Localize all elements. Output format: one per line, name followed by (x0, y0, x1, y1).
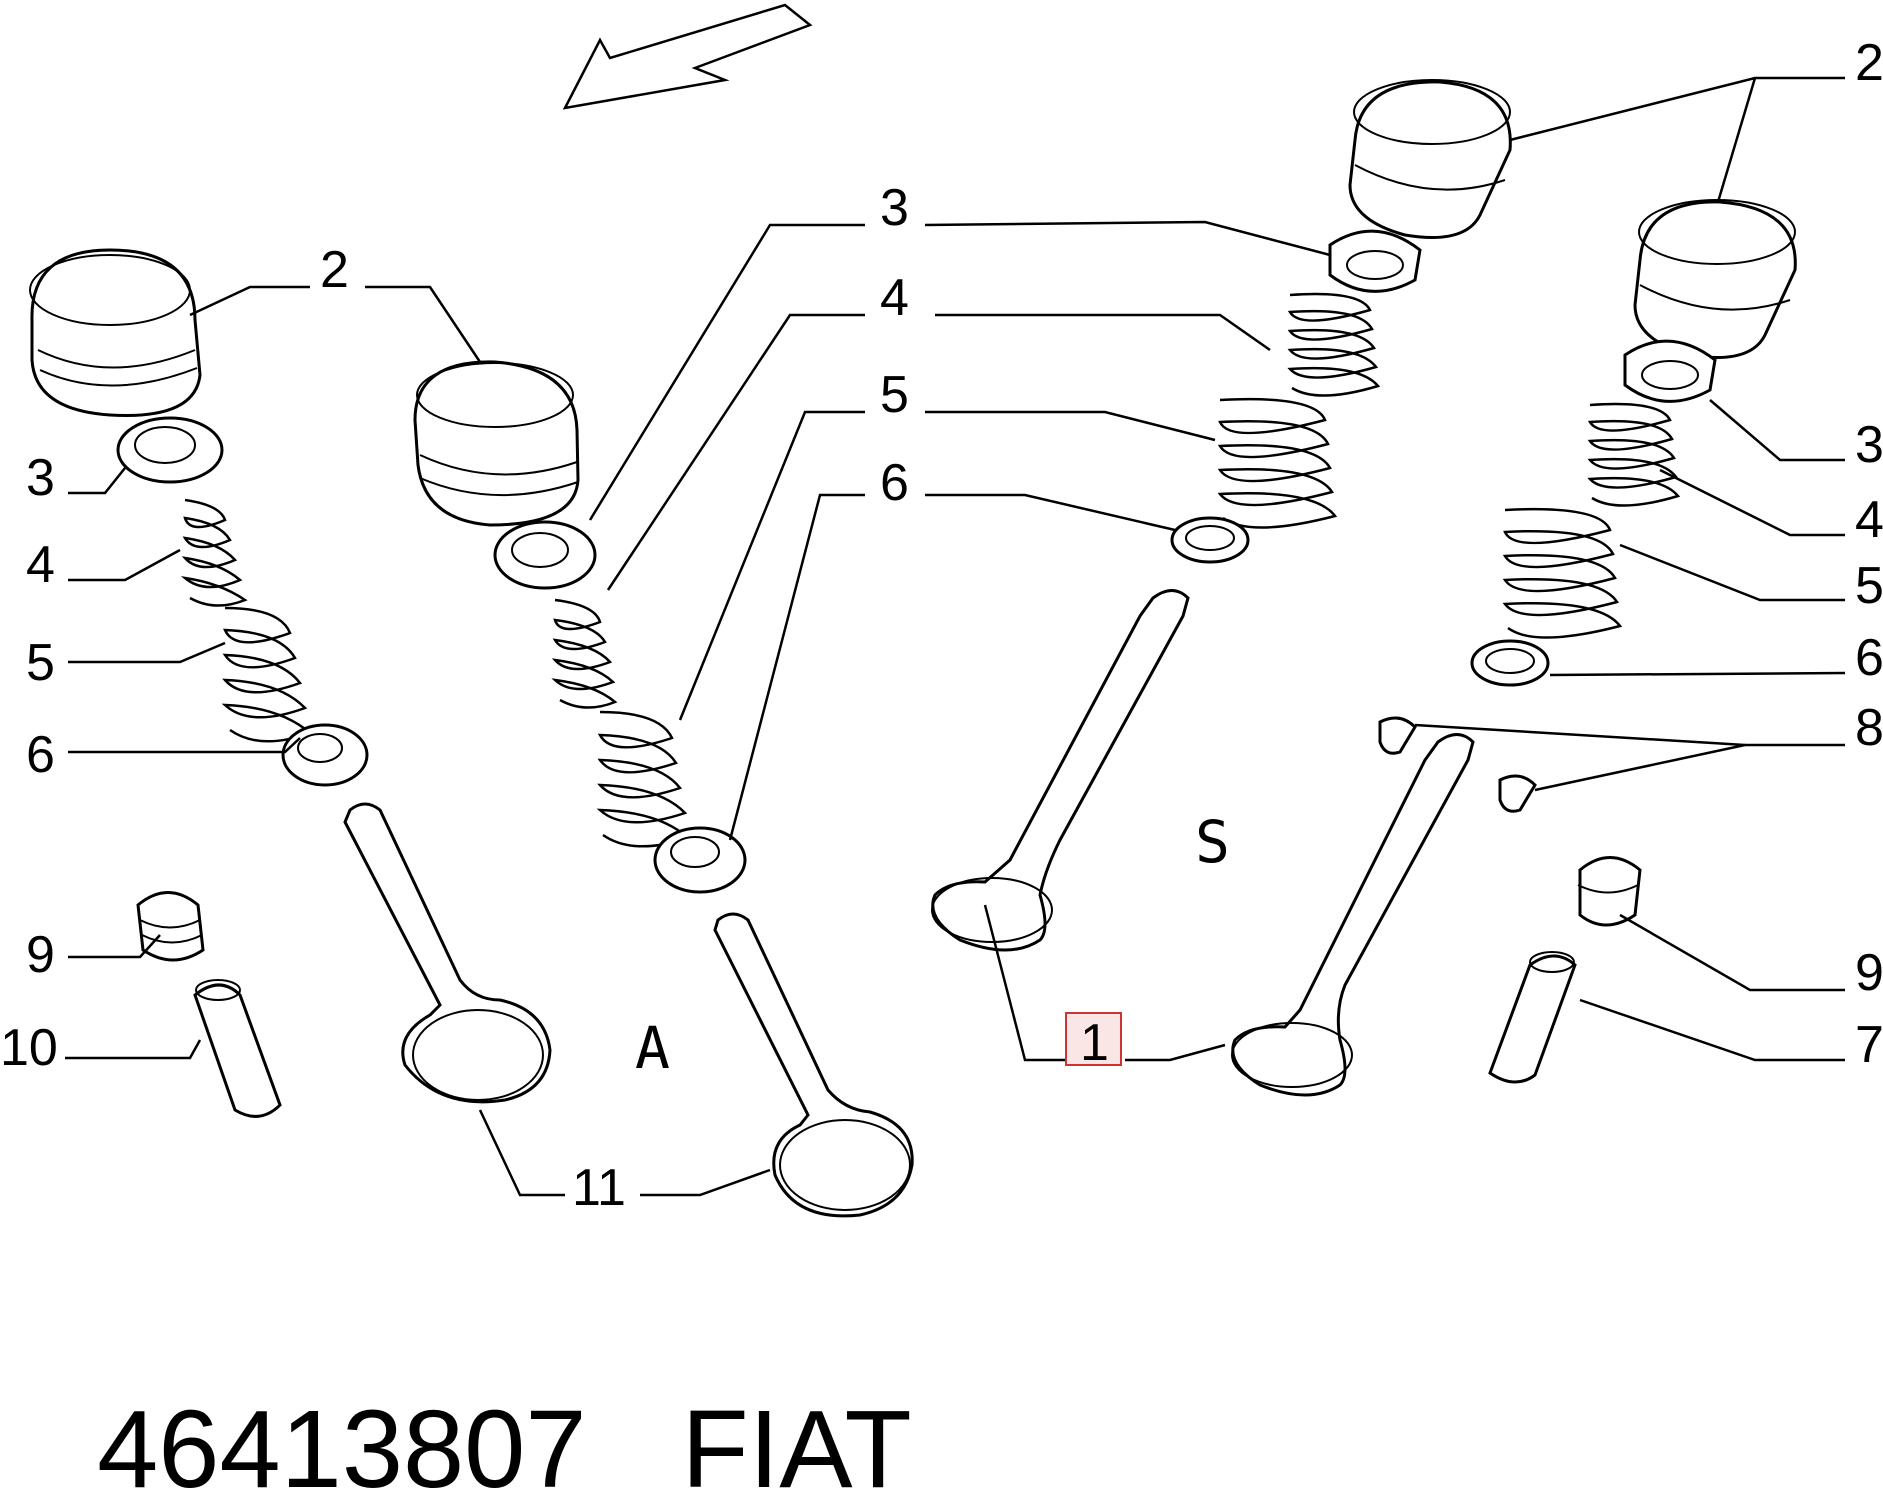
callout-2-left[interactable]: 2 (320, 241, 349, 299)
callout-4-left[interactable]: 4 (26, 536, 55, 594)
leader-lines (65, 76, 1846, 1197)
callout-11[interactable]: 11 (572, 1159, 626, 1217)
valve-train-exploded-diagram: 1 2 3 4 5 6 9 10 11 3 4 5 6 2 3 4 5 6 8 … (0, 3, 1883, 1218)
callout-2-right[interactable]: 2 (1855, 34, 1883, 92)
spring-cap-right-center (1328, 229, 1422, 293)
callout-5-left[interactable]: 5 (26, 634, 55, 692)
outer-spring-mid (596, 710, 691, 848)
valve-mid-a (713, 912, 914, 1218)
tappet-right (1633, 199, 1797, 359)
inner-spring-mid (551, 598, 618, 709)
callout-9-left[interactable]: 9 (26, 926, 55, 984)
callout-4-right[interactable]: 4 (1855, 491, 1883, 549)
brand-name: FIAT (681, 1388, 912, 1511)
view-label-exhaust: S (1195, 808, 1230, 876)
valve-right-center-s (931, 589, 1190, 952)
spring-seat-left (281, 723, 369, 787)
valve-right-s (1231, 733, 1475, 1097)
callout-4-mid[interactable]: 4 (880, 269, 909, 327)
callout-8-right[interactable]: 8 (1855, 699, 1883, 757)
outer-spring-left (221, 606, 313, 743)
callout-7-right[interactable]: 7 (1855, 1016, 1883, 1074)
callout-6-right[interactable]: 6 (1855, 629, 1883, 687)
valve-guide-right (1488, 951, 1577, 1084)
callout-6-left[interactable]: 6 (26, 726, 55, 784)
inner-spring-right-center (1287, 292, 1381, 397)
callout-3-right[interactable]: 3 (1855, 416, 1883, 474)
callout-5-mid[interactable]: 5 (880, 366, 909, 424)
spring-cap-mid (493, 520, 597, 590)
callout-5-right[interactable]: 5 (1855, 557, 1883, 615)
inner-spring-right (1587, 402, 1681, 507)
spring-cap-right (1623, 339, 1717, 403)
valve-left-a (343, 802, 552, 1104)
valve-seal-right (1577, 856, 1642, 927)
callout-10-left[interactable]: 10 (0, 1019, 58, 1077)
valve-guide-left (193, 979, 282, 1118)
part-number: 46413807 (97, 1388, 587, 1511)
tappet-right-center (1348, 79, 1512, 239)
inner-spring-left (180, 498, 248, 607)
callout-3-mid[interactable]: 3 (880, 179, 909, 237)
spring-seat-right (1470, 639, 1550, 687)
valve-cotters-right (1378, 716, 1537, 813)
spring-seat-mid (653, 826, 747, 894)
tappet-mid (413, 360, 580, 527)
spring-seat-right-center (1170, 516, 1250, 564)
view-label-intake: A (635, 1014, 670, 1082)
direction-arrow-icon (562, 3, 813, 110)
tappet-left (29, 248, 202, 417)
highlight-box (1065, 1012, 1122, 1066)
callout-3-left[interactable]: 3 (26, 449, 55, 507)
callout-9-right[interactable]: 9 (1855, 944, 1883, 1002)
outer-spring-right (1502, 507, 1623, 639)
spring-cap-left (116, 416, 224, 484)
callout-6-mid[interactable]: 6 (880, 454, 909, 512)
outer-spring-right-center (1217, 397, 1338, 529)
callout-1[interactable]: 1 (1080, 1014, 1109, 1072)
